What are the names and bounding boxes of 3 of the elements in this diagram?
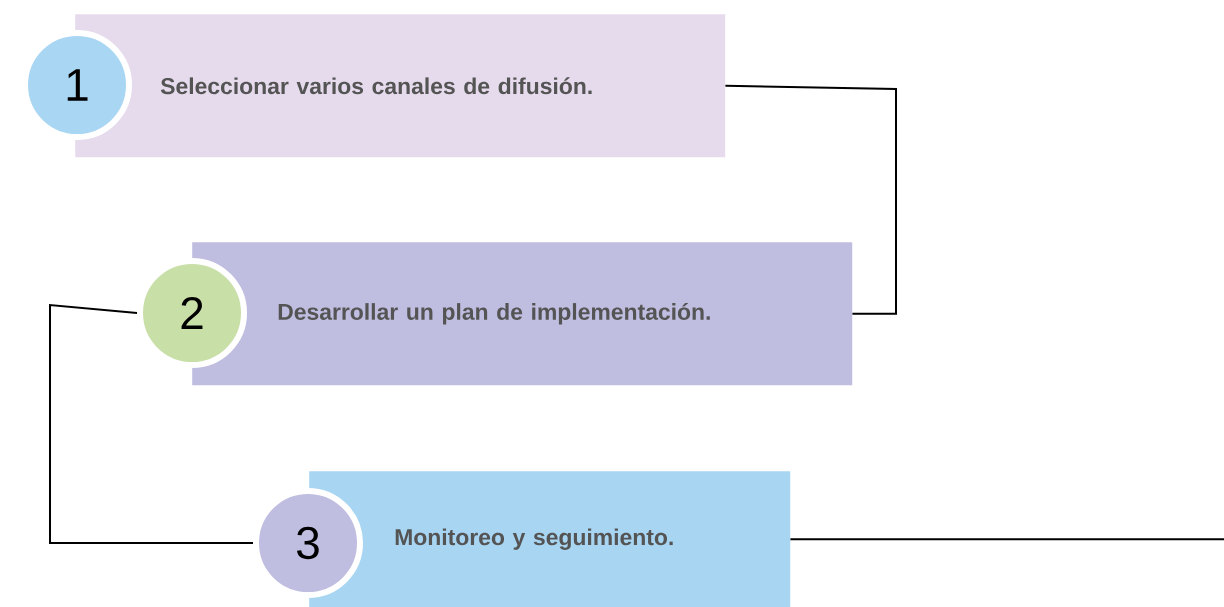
connector-line (724, 84, 897, 315)
connector-line (49, 303, 254, 544)
connector-line (789, 538, 1224, 541)
